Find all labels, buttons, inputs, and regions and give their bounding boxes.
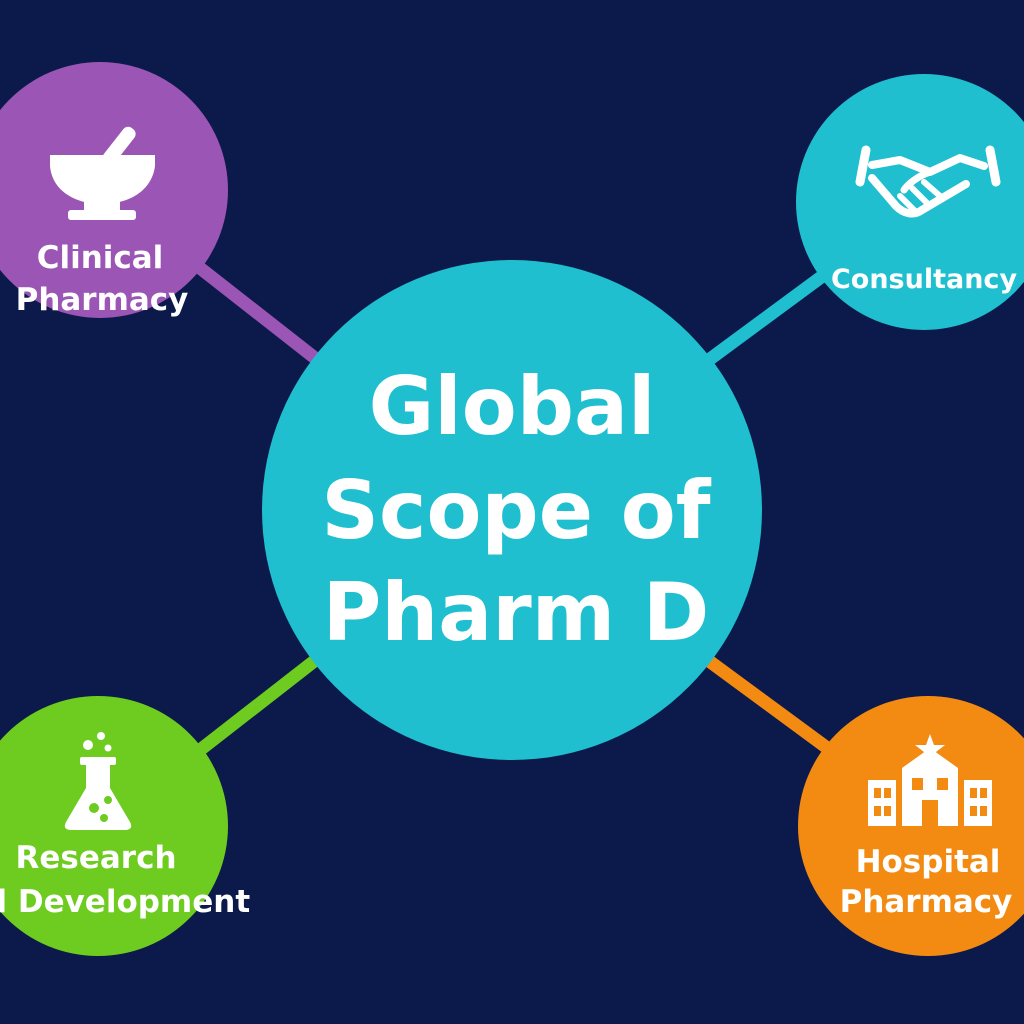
consultancy-label: Consultancy: [831, 264, 1017, 295]
center-title-line-3: Pharm D: [323, 566, 710, 659]
center-title-line-2: Scope of: [321, 464, 711, 557]
research-label-line-1: Research: [15, 840, 176, 876]
center-node: Global Scope of Pharm D: [262, 260, 762, 760]
mortar-pestle-icon: [50, 126, 155, 220]
connector-consultancy: [702, 266, 832, 368]
connector-clinical: [195, 262, 325, 368]
clinical-label-line-2: Pharmacy: [16, 282, 189, 318]
hospital-icon: [868, 734, 992, 826]
node-research-development: Research and Development: [0, 696, 250, 956]
handshake-icon: [855, 145, 1001, 218]
hospital-label-line-2: Pharmacy: [840, 884, 1013, 920]
flask-icon: [64, 732, 132, 830]
connector-hospital: [701, 652, 834, 756]
node-hospital-pharmacy: Hospital Pharmacy: [798, 696, 1024, 956]
hospital-label-line-1: Hospital: [856, 844, 1001, 880]
node-clinical-pharmacy: Clinical Pharmacy: [0, 62, 228, 318]
research-label-line-2: and Development: [0, 884, 250, 920]
node-consultancy: Consultancy: [796, 74, 1024, 330]
connector-research: [196, 649, 326, 756]
center-title-line-1: Global: [369, 360, 656, 453]
clinical-label-line-1: Clinical: [37, 240, 164, 276]
